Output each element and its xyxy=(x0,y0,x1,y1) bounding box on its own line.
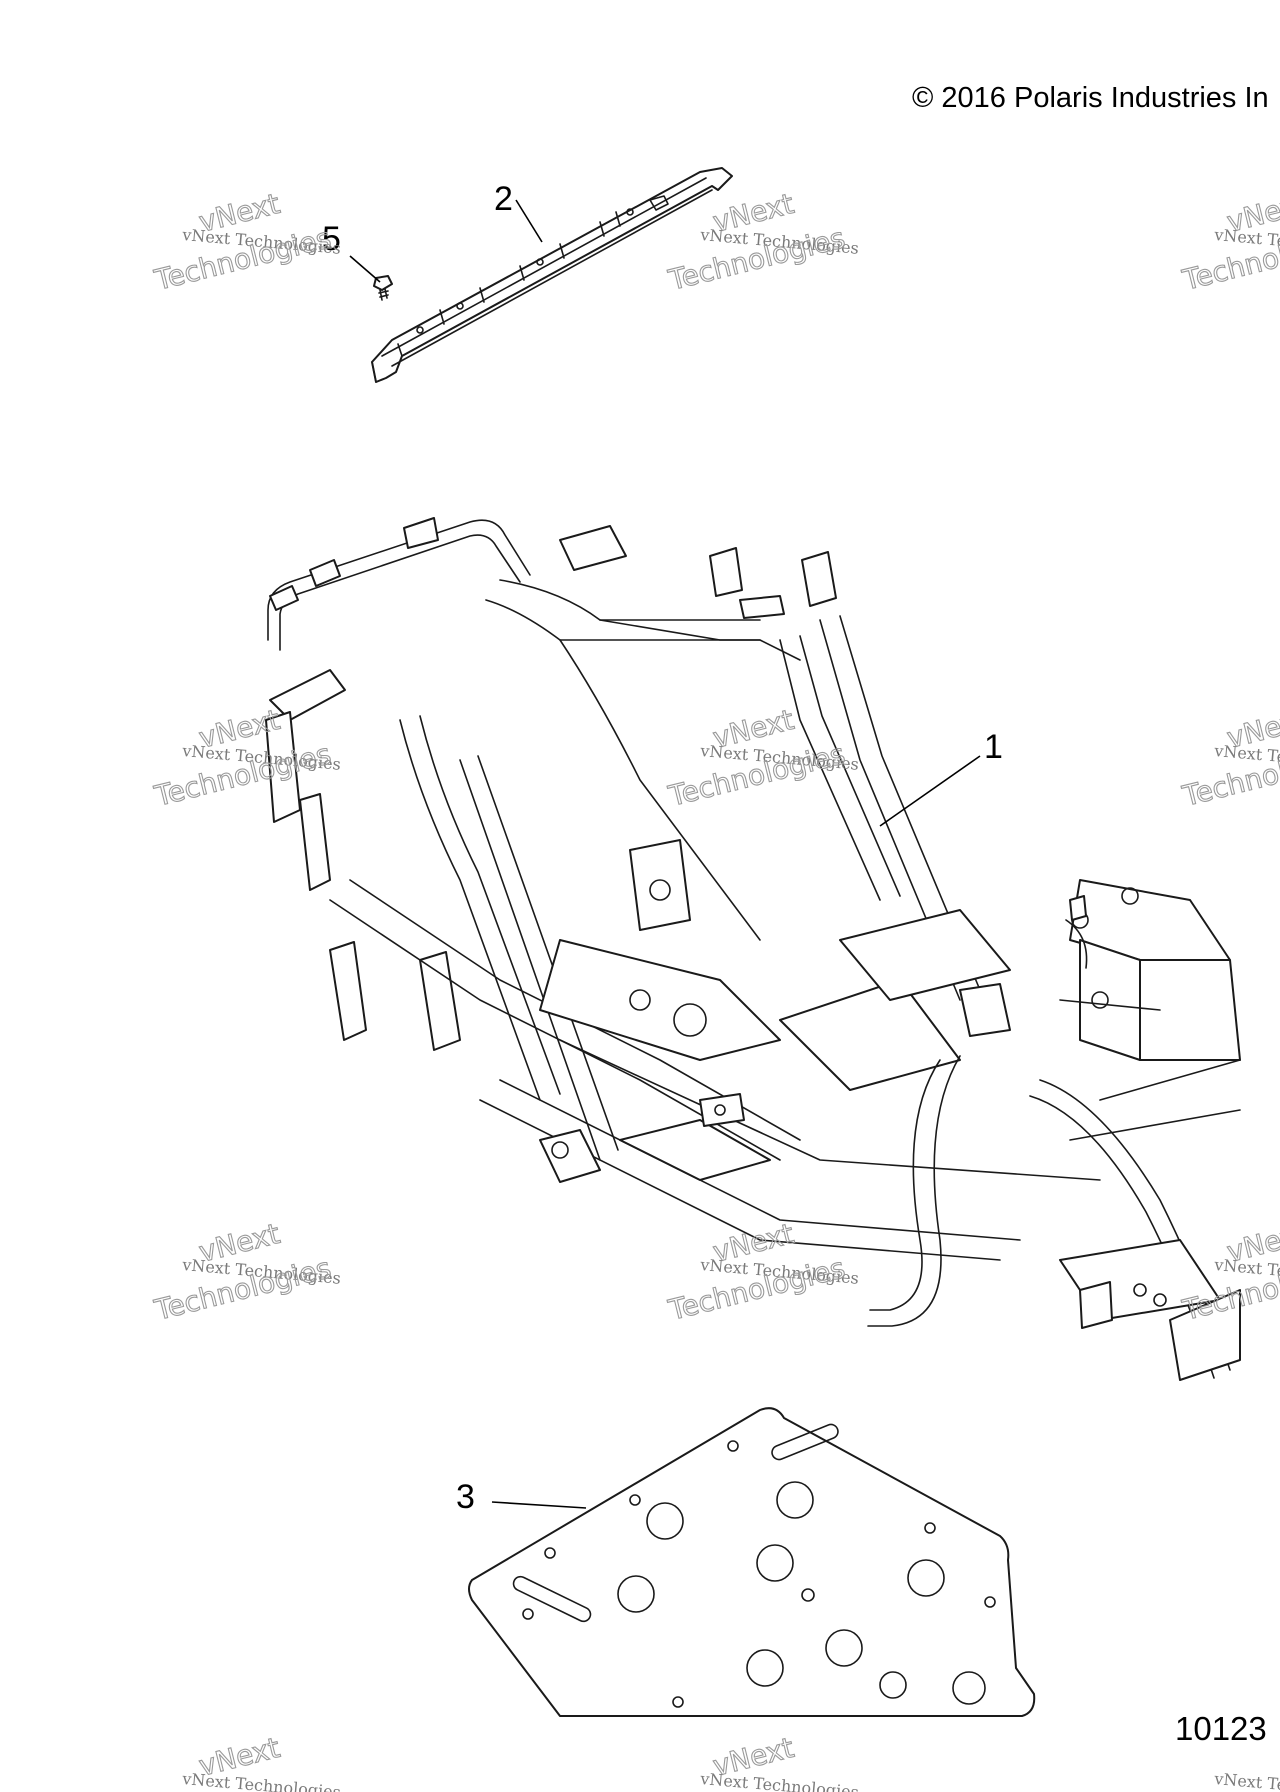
part-1-frame xyxy=(265,517,1241,1381)
watermark-5: vNext Technologies vNext Technologies xyxy=(664,702,859,813)
watermark-11: vNext Technologies vNext xyxy=(699,1730,860,1792)
watermark-6: vNext Technologies vNext Technologies xyxy=(1178,702,1280,813)
watermark-2: vNext Technologies vNext Technologies xyxy=(664,186,859,297)
watermark-1: vNext Technologies vNext Technologies xyxy=(150,186,341,297)
watermark-12: vNext Technologies xyxy=(1213,1769,1280,1792)
leader-5 xyxy=(349,255,381,283)
part-5-screw xyxy=(373,275,393,301)
leader-2 xyxy=(515,199,543,243)
part-3-skid-plate xyxy=(468,1407,1036,1717)
svg-text:vNext Technologies: vNext Technologies xyxy=(1213,1769,1280,1792)
callout-3: 3 xyxy=(456,1478,475,1516)
copyright-notice: © 2016 Polaris Industries In xyxy=(912,82,1269,114)
watermark-3: vNext Technologies vNext Technologies xyxy=(1178,186,1280,297)
callout-1: 1 xyxy=(984,728,1003,766)
watermark-10: vNext Technologies vNext xyxy=(181,1730,342,1792)
callout-5: 5 xyxy=(322,220,341,258)
watermark-7: vNext Technologies vNext Technologies xyxy=(150,1216,341,1327)
part-2-rail xyxy=(371,167,733,383)
leader-1 xyxy=(879,755,981,827)
callout-2: 2 xyxy=(494,180,513,218)
leader-3 xyxy=(491,1501,587,1509)
watermark-8: vNext Technologies vNext Technologies xyxy=(664,1216,859,1327)
figure-id: 10123 xyxy=(1175,1710,1267,1747)
